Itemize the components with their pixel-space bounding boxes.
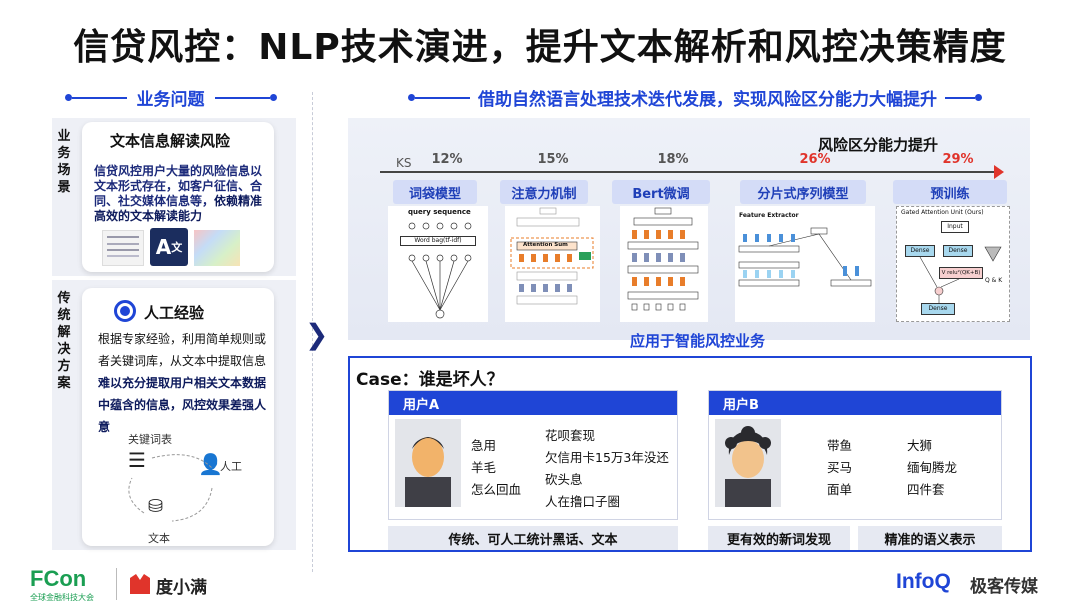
- page-title: 信贷风控：NLP技术演进，提升文本解析和风控决策精度: [73, 27, 1007, 68]
- ks-value: 18%: [657, 152, 689, 167]
- experience-icon: [114, 300, 136, 322]
- gated-attention-diagram: Gated Attention Unit (Ours) Input Dense …: [896, 206, 1010, 322]
- left-section-header: 业务问题: [48, 85, 293, 110]
- user-a-phrase: 欠信用卡15万3年没还: [545, 450, 669, 465]
- vertical-divider: [312, 92, 313, 572]
- user-a-card: 用户A 急用 羊毛 怎么回血 花呗套现 欠信用卡15万3年没还 砍头息 人在撸口…: [388, 390, 678, 520]
- jike-logo: 极客传媒: [970, 577, 1038, 597]
- user-b-word: 四件套: [907, 482, 945, 497]
- header-dot: [408, 94, 415, 101]
- header-dot: [975, 94, 982, 101]
- text-label: 文本: [148, 532, 170, 545]
- user-b-word: 缅甸腾龙: [907, 460, 958, 475]
- document-image: [102, 230, 144, 266]
- user-a-footer: 传统、可人工统计黑话、文本: [388, 526, 678, 550]
- fcon-subtitle: 全球金融科技大会: [30, 593, 94, 602]
- user-a-label: 用户A: [389, 391, 677, 415]
- stage-label: 词袋模型: [393, 180, 477, 204]
- user-a-phrase: 人在撸口子圈: [545, 494, 621, 509]
- stage-label: Bert微调: [612, 180, 710, 204]
- scene-card: 文本信息解读风险 信贷风控用户大量的风险信息以文本形式存在，如客户征信、合同、社…: [82, 122, 274, 272]
- user-b-label: 用户B: [709, 391, 1001, 415]
- user-a-word: 羊毛: [471, 460, 497, 475]
- header-dot: [269, 94, 277, 101]
- stage-label: 注意力机制: [500, 180, 588, 204]
- duxiaoman-icon: [128, 572, 152, 596]
- ks-value: 29%: [942, 152, 974, 167]
- solution-card-title: 人工经验: [144, 304, 205, 322]
- scene-vertical-label: 业务场景: [57, 129, 71, 195]
- ks-value: 26%: [799, 152, 831, 167]
- bert-diagram: [620, 206, 708, 322]
- stage-label: 预训练: [893, 180, 1007, 204]
- ks-value: 12%: [431, 152, 463, 167]
- duxiaoman-logo: 度小满: [156, 578, 207, 598]
- solution-description: 根据专家经验，利用简单规则或者关键词库，从文本中提取信息难以充分提取用户相关文本…: [98, 332, 267, 434]
- user-a-phrase: 砍头息: [545, 472, 583, 487]
- right-section-header: 借助自然语言处理技术迭代发展，实现风险区分能力大幅提升: [355, 85, 1035, 110]
- social-media-image: [194, 230, 240, 266]
- list-icon: ☰: [128, 448, 146, 472]
- user-a-avatar: [395, 419, 461, 507]
- header-line: [945, 96, 975, 99]
- user-b-footer-2: 精准的语义表示: [858, 526, 1002, 550]
- header-line: [415, 96, 470, 99]
- stage-label: 分片式序列模型: [740, 180, 866, 204]
- manual-label: 人工: [220, 460, 242, 473]
- header-line: [71, 96, 127, 99]
- axis-arrowhead: [994, 165, 1004, 179]
- fcon-logo: FCon: [30, 566, 87, 591]
- left-header-text: 业务问题: [136, 90, 205, 110]
- user-b-footer-1: 更有效的新词发现: [708, 526, 850, 550]
- sharded-sequence-diagram: Feature Extractor: [735, 206, 875, 322]
- apply-label: 应用于智能风控业务: [630, 332, 766, 350]
- user-b-card: 用户B 带鱼 买马 面单 大狮 缅甸腾龙 四件套: [708, 390, 1002, 520]
- infoq-logo: InfoQ: [896, 570, 951, 593]
- solution-card: 人工经验 根据专家经验，利用简单规则或者关键词库，从文本中提取信息难以充分提取用…: [82, 288, 274, 546]
- user-b-avatar: [715, 419, 781, 507]
- person-icon: 👤: [198, 452, 223, 476]
- keyword-list-label: 关键词表: [128, 433, 172, 446]
- header-line: [214, 96, 270, 99]
- ks-axis-label: KS: [396, 156, 412, 170]
- cycle-arrows: [128, 454, 213, 522]
- chevron-right-icon: ❯: [305, 318, 329, 351]
- user-b-word: 买马: [827, 460, 853, 475]
- ks-axis-line: [380, 171, 998, 173]
- case-title: Case：谁是坏人？: [356, 370, 504, 390]
- user-b-word: 大狮: [907, 438, 933, 453]
- attention-diagram: Attention Sum: [505, 206, 600, 322]
- user-a-word: 怎么回血: [471, 482, 522, 497]
- ks-value: 15%: [537, 152, 569, 167]
- header-dot: [64, 94, 72, 101]
- scene-card-title: 文本信息解读风险: [110, 132, 231, 150]
- user-b-word: 面单: [827, 482, 853, 497]
- database-icon: ⛁: [148, 496, 164, 517]
- user-a-word: 急用: [471, 438, 497, 453]
- scene-description: 信贷风控用户大量的风险信息以文本形式存在，如客户征信、合同、社交媒体信息等，依赖…: [94, 164, 263, 223]
- user-a-phrase: 花呗套现: [545, 428, 596, 443]
- logo-divider: [116, 568, 117, 600]
- right-header-text: 借助自然语言处理技术迭代发展，实现风险区分能力大幅提升: [478, 90, 937, 110]
- user-b-word: 带鱼: [827, 438, 853, 453]
- evolution-heading: 风险区分能力提升: [818, 136, 939, 154]
- bag-of-words-diagram: query sequence Word bag(tf-idf): [388, 206, 488, 322]
- solution-vertical-label: 传统解决方案: [57, 291, 71, 391]
